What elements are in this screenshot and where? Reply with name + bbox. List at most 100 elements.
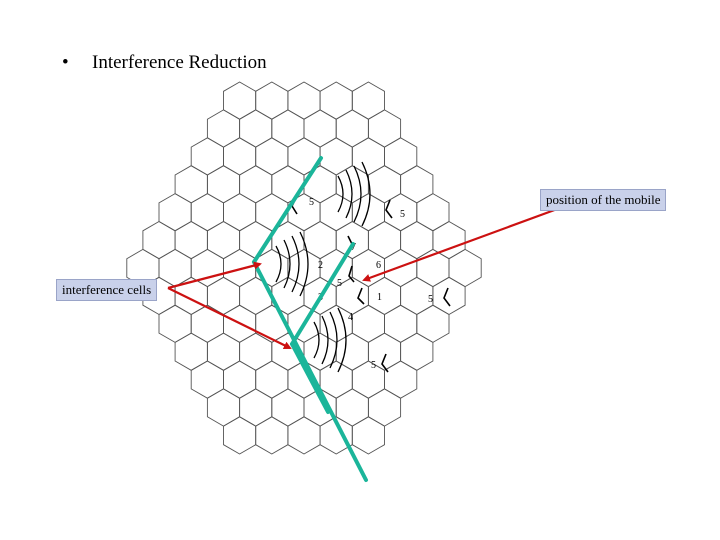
beam-line <box>290 342 330 414</box>
hex-cell <box>303 109 337 148</box>
hex-cell <box>287 248 321 288</box>
bullet-icon: • <box>62 52 69 73</box>
hex-cell <box>174 165 208 204</box>
hex-cell <box>416 304 450 343</box>
antenna-waves-upper <box>337 161 371 227</box>
hex-cell <box>239 332 273 371</box>
hex-cell <box>223 360 257 399</box>
hex-cell <box>223 137 257 176</box>
hex-cell <box>206 388 241 427</box>
mobile-position-callout: position of the mobile <box>540 189 667 211</box>
hex-cell <box>351 137 385 176</box>
cell-label: 1 <box>377 292 382 303</box>
hexagonal-cell-grid <box>126 81 482 455</box>
interference-arrow-upper <box>167 261 262 290</box>
hex-cell <box>206 332 241 371</box>
hex-cell <box>158 248 192 288</box>
antenna-wave-group <box>275 161 371 373</box>
hex-cell <box>367 388 402 427</box>
cell-label: 7 <box>351 242 356 253</box>
hex-cell <box>448 248 482 288</box>
cell-label: 5 <box>428 294 433 305</box>
hex-cell <box>271 109 305 148</box>
hex-cell <box>319 360 353 399</box>
hex-cell <box>206 165 241 204</box>
hex-cell <box>255 416 289 455</box>
interference-arrow-lower <box>167 287 292 349</box>
antenna-waves-lower <box>313 307 347 373</box>
beam-lines <box>252 156 368 482</box>
hex-cell <box>367 276 402 316</box>
hex-cell <box>335 109 369 148</box>
hex-cell <box>384 248 418 288</box>
hex-cell <box>351 304 385 343</box>
hex-cell <box>319 193 353 232</box>
antenna-waves-middle <box>275 231 309 297</box>
hex-cell <box>287 81 321 120</box>
hex-cell <box>255 193 289 232</box>
hex-cell <box>351 416 385 455</box>
hex-cell <box>174 220 208 260</box>
hex-cell <box>400 165 434 204</box>
hex-cell <box>255 81 289 120</box>
hex-cell <box>174 332 208 371</box>
callout-arrows <box>167 206 561 349</box>
hex-cell <box>432 276 466 316</box>
cell-label: 5 <box>400 209 405 220</box>
cell-label: 5 <box>371 360 376 371</box>
hex-cell <box>206 220 241 260</box>
hex-cell <box>335 220 369 260</box>
hex-cell <box>416 193 450 232</box>
hex-cell <box>400 220 434 260</box>
hex-cell <box>239 165 273 204</box>
hex-cell <box>303 220 337 260</box>
hex-cell <box>271 165 305 204</box>
hex-cell <box>319 137 353 176</box>
hex-cell <box>319 81 353 120</box>
cell-number-labels: 5 5 7 2 6 5 3 1 5 4 5 <box>309 197 433 371</box>
hex-cell <box>271 388 305 427</box>
hex-cell <box>190 360 224 399</box>
hex-cell <box>384 360 418 399</box>
hex-cell <box>190 137 224 176</box>
slide-heading-row: • Interference Reduction <box>62 52 267 74</box>
hex-cell <box>384 304 418 343</box>
hex-cell <box>351 193 385 232</box>
slide-heading: Interference Reduction <box>92 52 267 73</box>
hex-cell <box>223 193 257 232</box>
hex-cell <box>142 220 176 260</box>
cell-label: 5 <box>309 197 314 208</box>
hex-cell <box>223 416 257 455</box>
cell-label: 2 <box>318 260 323 271</box>
hex-cell <box>255 137 289 176</box>
hex-cell <box>158 193 192 232</box>
cell-label: 4 <box>348 312 353 323</box>
hex-cell <box>367 220 402 260</box>
hex-cell <box>255 360 289 399</box>
hex-cell <box>287 416 321 455</box>
hex-cell <box>223 248 257 288</box>
hex-cell <box>384 137 418 176</box>
hex-cell <box>367 165 402 204</box>
mobile-position-arrow <box>362 206 561 282</box>
cell-label: 5 <box>337 278 342 289</box>
hex-cell <box>206 109 241 148</box>
hex-cell <box>190 304 224 343</box>
hex-cell <box>190 193 224 232</box>
beam-line <box>252 260 368 482</box>
interference-cells-callout: interference cells <box>56 279 158 301</box>
hex-cell <box>400 332 434 371</box>
hex-cell <box>223 81 257 120</box>
hex-cell <box>351 81 385 120</box>
beam-line <box>252 156 323 264</box>
beam-line <box>290 242 355 346</box>
hex-cell <box>255 304 289 343</box>
hex-cell <box>351 360 385 399</box>
hex-cell <box>158 304 192 343</box>
hex-cell <box>367 109 402 148</box>
hex-cell <box>335 388 369 427</box>
hex-cell <box>239 109 273 148</box>
cell-label: 6 <box>376 260 381 271</box>
